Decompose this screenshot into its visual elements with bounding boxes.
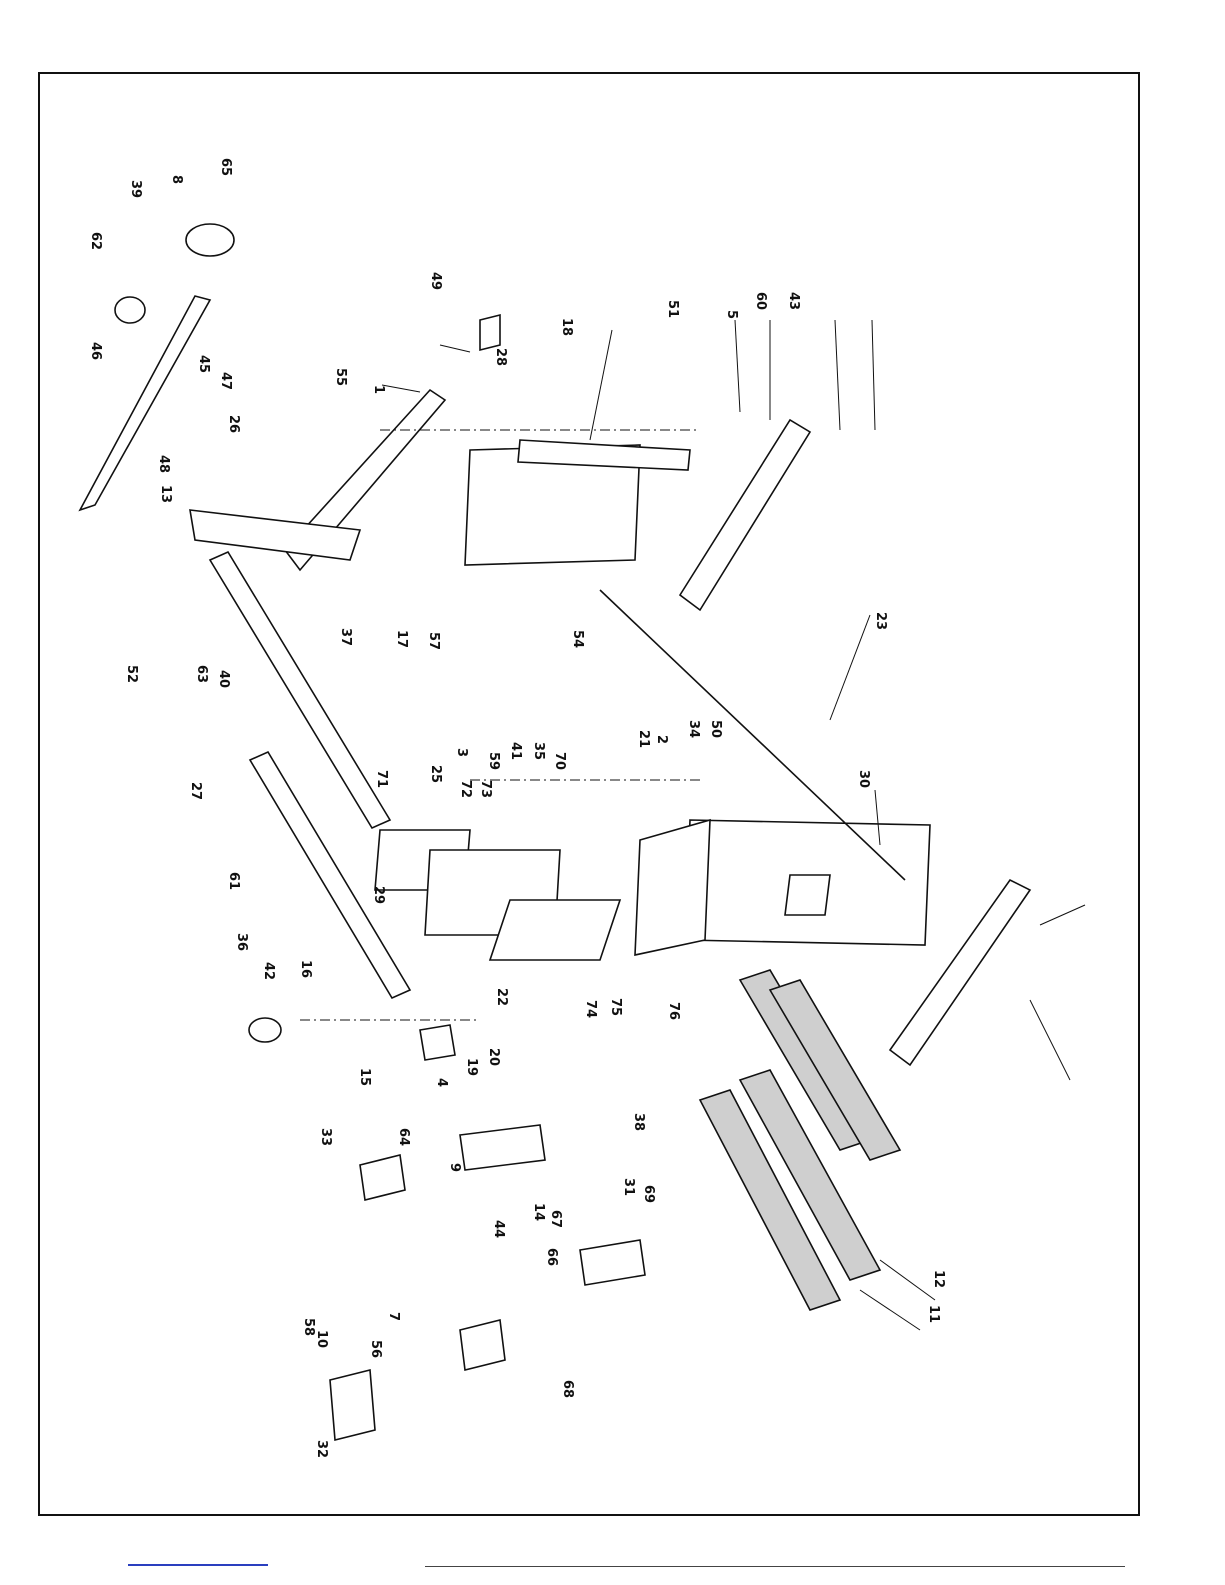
callout-64: 64 xyxy=(396,1128,411,1146)
callout-71: 71 xyxy=(374,770,389,788)
handle-bar-46 xyxy=(80,296,210,510)
callout-39: 39 xyxy=(128,180,143,198)
callout-61: 61 xyxy=(226,872,241,890)
callout-27: 27 xyxy=(188,782,203,800)
knob-62 xyxy=(115,297,145,323)
callout-3: 3 xyxy=(454,748,469,757)
callout-13: 13 xyxy=(158,485,173,503)
callout-49: 49 xyxy=(428,272,443,290)
callout-40: 40 xyxy=(216,670,231,688)
callout-68: 68 xyxy=(560,1380,575,1398)
callout-37: 37 xyxy=(338,628,353,646)
callout-44: 44 xyxy=(491,1220,506,1238)
knob-8 xyxy=(186,224,234,256)
bracket-45 xyxy=(480,315,500,350)
rear-frame-assembly xyxy=(190,390,810,610)
callout-1: 1 xyxy=(371,385,386,394)
callout-35: 35 xyxy=(531,742,546,760)
callout-45: 45 xyxy=(196,355,211,373)
callout-28: 28 xyxy=(493,348,508,366)
callout-69: 69 xyxy=(641,1185,656,1203)
bracket-extra xyxy=(360,1155,405,1200)
callout-33: 33 xyxy=(318,1128,333,1146)
callout-72: 72 xyxy=(458,780,473,798)
callout-74: 74 xyxy=(583,1000,598,1018)
callout-18: 18 xyxy=(559,318,574,336)
callout-21: 21 xyxy=(636,730,651,748)
clamp-66 xyxy=(580,1240,645,1285)
callout-56: 56 xyxy=(368,1340,383,1358)
callout-51: 51 xyxy=(665,300,680,318)
callout-16: 16 xyxy=(298,960,313,978)
block-30 xyxy=(785,875,830,915)
callout-62: 62 xyxy=(88,232,103,250)
callout-48: 48 xyxy=(156,455,171,473)
callout-30: 30 xyxy=(856,770,871,788)
front-frame-assembly xyxy=(375,820,1030,1065)
callout-70: 70 xyxy=(552,752,567,770)
callout-4: 4 xyxy=(434,1078,449,1087)
callout-41: 41 xyxy=(508,742,523,760)
callout-59: 59 xyxy=(486,752,501,770)
callout-66: 66 xyxy=(544,1248,559,1266)
callout-32: 32 xyxy=(314,1440,329,1458)
callout-14: 14 xyxy=(531,1203,546,1221)
callout-8: 8 xyxy=(169,175,184,184)
callout-29: 29 xyxy=(371,886,386,904)
callout-17: 17 xyxy=(394,630,409,648)
callout-19: 19 xyxy=(464,1058,479,1076)
callout-65: 65 xyxy=(218,158,233,176)
rod-37 xyxy=(210,552,390,828)
callout-76: 76 xyxy=(666,1002,681,1020)
callout-46: 46 xyxy=(88,342,103,360)
callout-2: 2 xyxy=(654,735,669,744)
callout-75: 75 xyxy=(608,998,623,1016)
callout-43: 43 xyxy=(786,292,801,310)
clamp-9 xyxy=(460,1125,545,1170)
callout-38: 38 xyxy=(631,1113,646,1131)
callout-52: 52 xyxy=(124,665,139,683)
callout-63: 63 xyxy=(194,665,209,683)
callout-47: 47 xyxy=(218,372,233,390)
callout-54: 54 xyxy=(570,630,585,648)
callout-20: 20 xyxy=(486,1048,501,1066)
callout-5: 5 xyxy=(724,310,739,319)
callout-60: 60 xyxy=(753,292,768,310)
callout-31: 31 xyxy=(621,1178,636,1196)
callout-7: 7 xyxy=(386,1312,401,1321)
callout-11: 11 xyxy=(926,1305,941,1323)
bracket-7 xyxy=(460,1320,505,1370)
callout-12: 12 xyxy=(931,1270,946,1288)
callout-58: 58 xyxy=(301,1318,316,1336)
carriage-block xyxy=(490,900,620,960)
callout-23: 23 xyxy=(873,612,888,630)
clamp-10 xyxy=(330,1370,375,1440)
callout-26: 26 xyxy=(226,415,241,433)
callout-57: 57 xyxy=(426,632,441,650)
callout-15: 15 xyxy=(357,1068,372,1086)
callout-25: 25 xyxy=(428,765,443,783)
knob-33 xyxy=(249,1018,281,1042)
callout-22: 22 xyxy=(494,988,509,1006)
callout-50: 50 xyxy=(708,720,723,738)
rear-slide-bar xyxy=(680,420,810,610)
callout-55: 55 xyxy=(333,368,348,386)
callout-67: 67 xyxy=(548,1210,563,1228)
callout-42: 42 xyxy=(261,962,276,980)
callout-73: 73 xyxy=(478,780,493,798)
callout-36: 36 xyxy=(234,933,249,951)
callout-9: 9 xyxy=(447,1163,462,1172)
callout-34: 34 xyxy=(686,720,701,738)
front-side-plate xyxy=(635,820,710,955)
block-4 xyxy=(420,1025,455,1060)
